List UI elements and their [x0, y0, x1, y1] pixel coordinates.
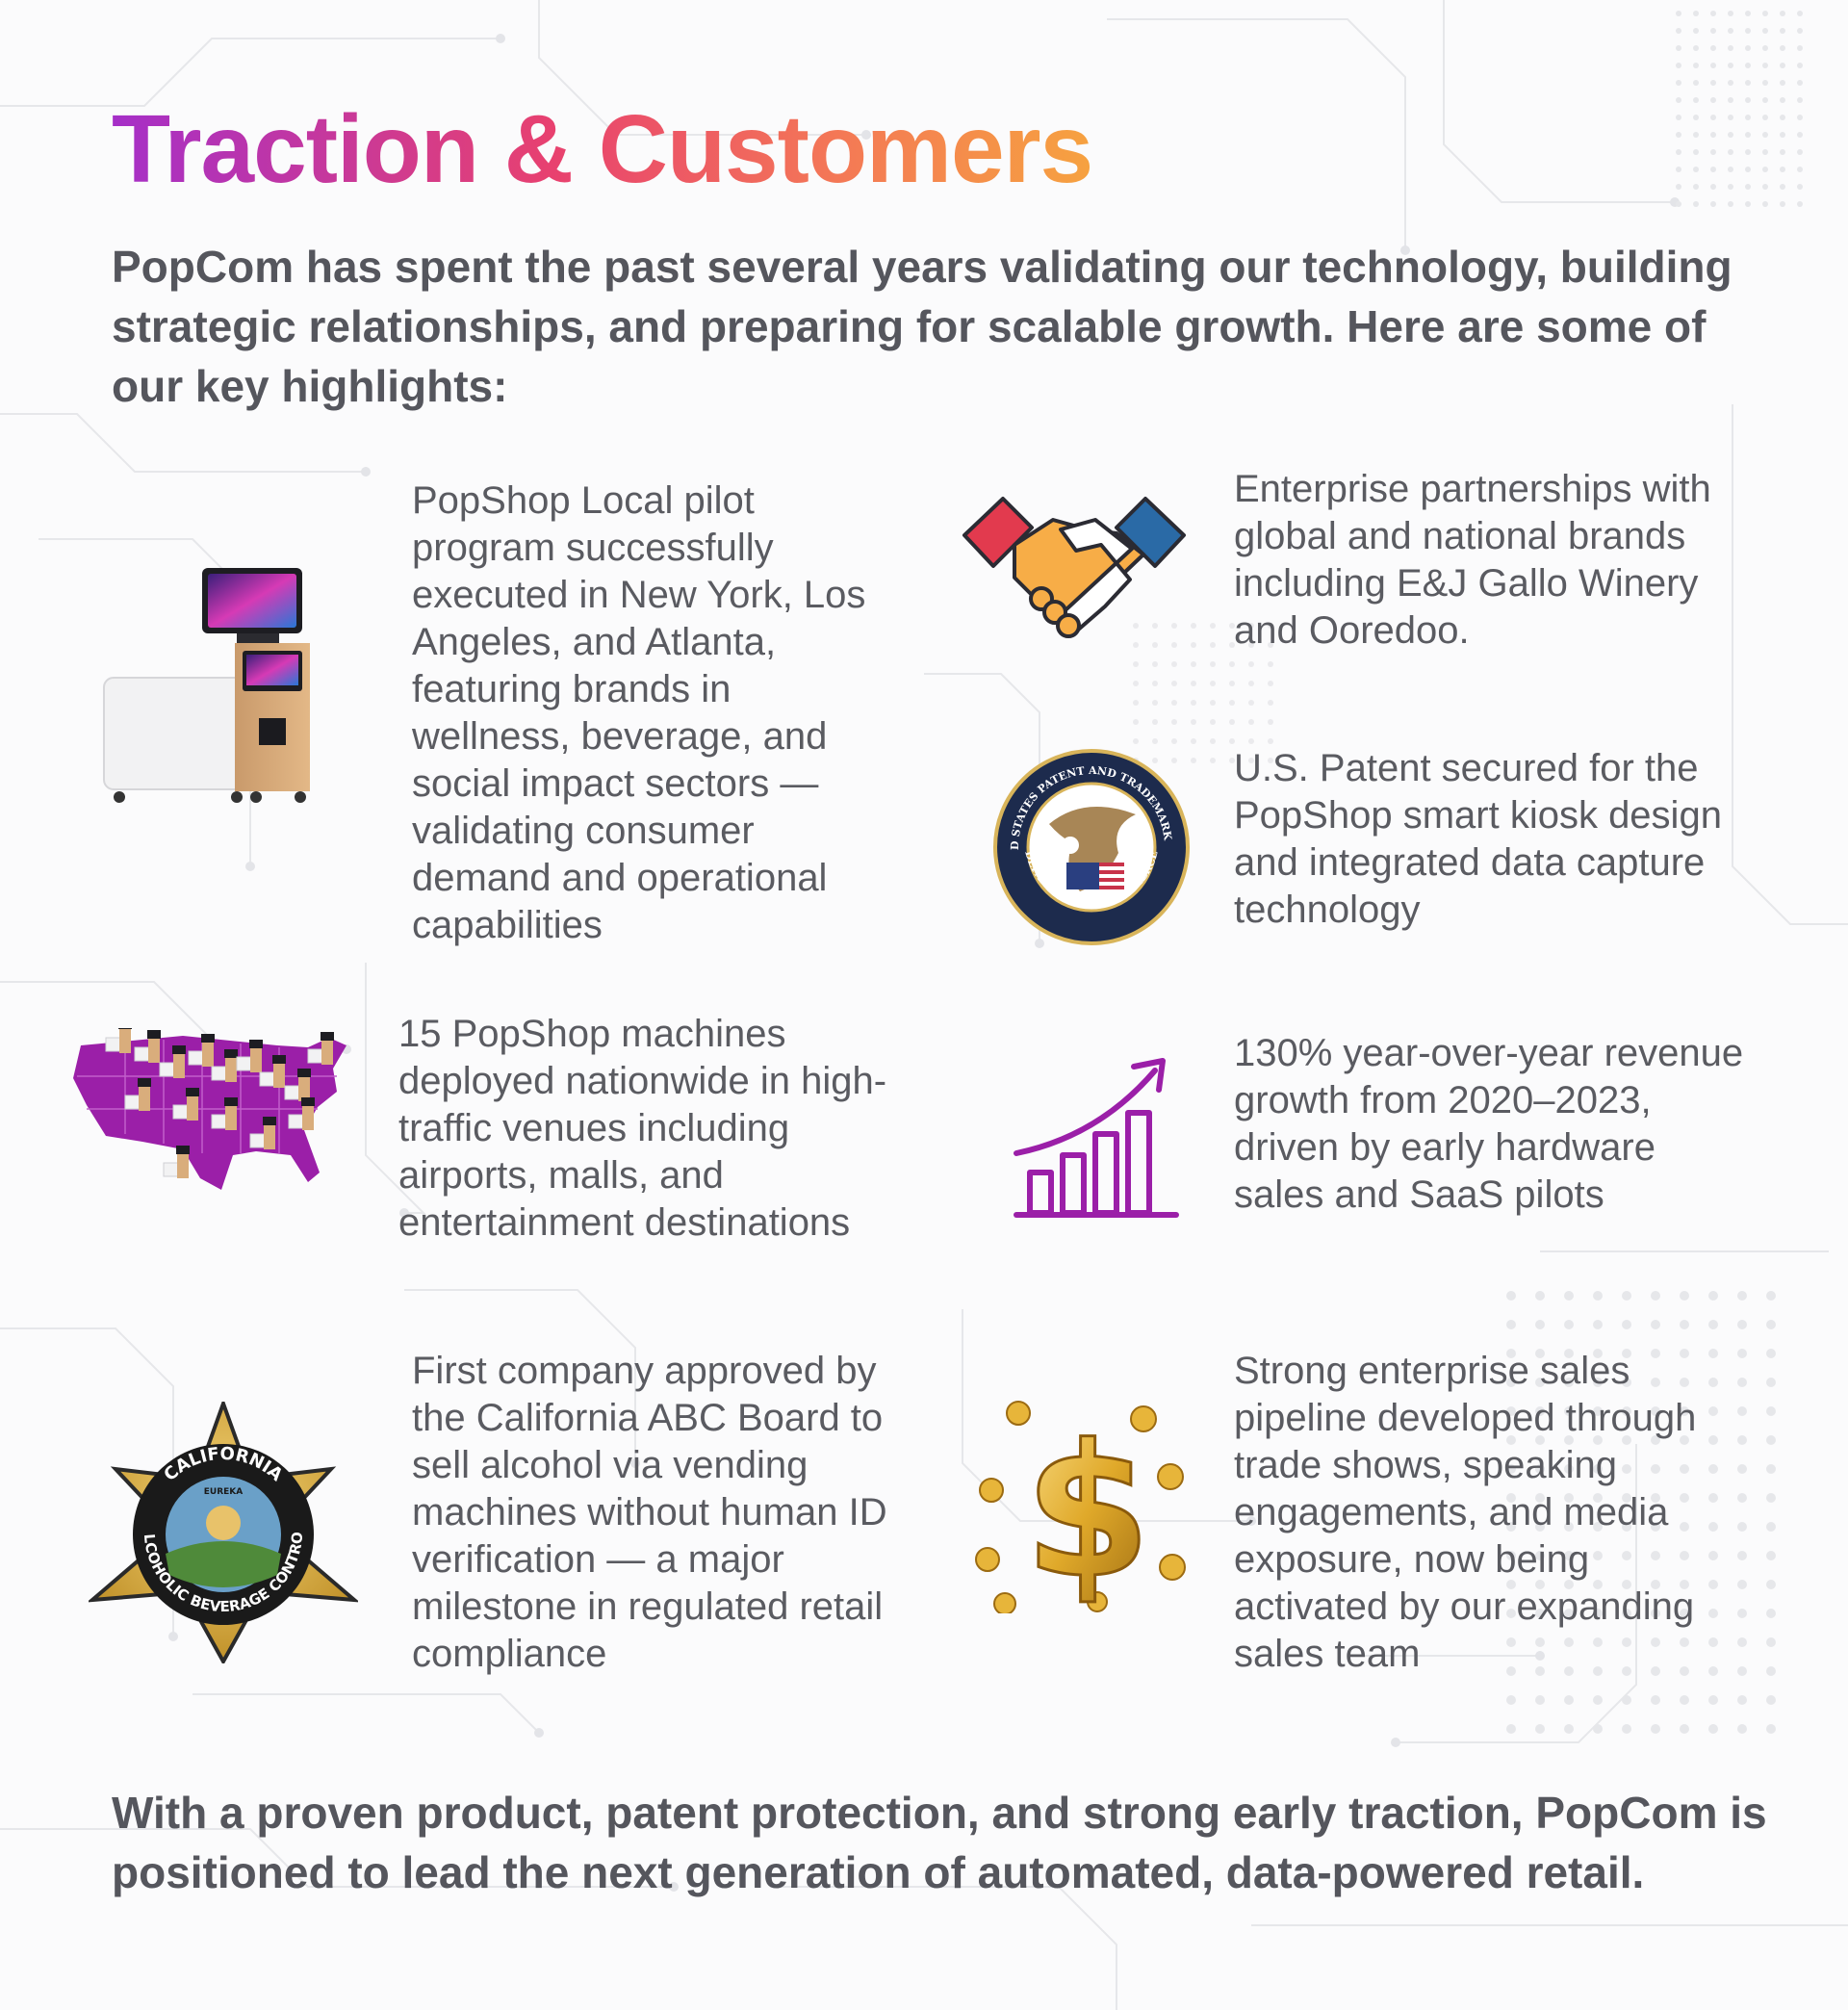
- highlight-machines: 15 PopShop machines deployed nationwide …: [398, 1013, 887, 1244]
- highlight-abc: First company approved by the California…: [412, 1350, 887, 1675]
- svg-text:$: $: [1024, 1405, 1151, 1613]
- highlight-growth: 130% year-over-year revenue growth from …: [1234, 1032, 1744, 1216]
- highlight-pipeline: Strong enterprise sales pipeline develop…: [1234, 1350, 1697, 1675]
- abc-motto-text: EUREKA: [204, 1487, 244, 1497]
- highlight-partnerships: Enterprise partnerships with global and …: [1234, 468, 1711, 652]
- highlight-patent: U.S. Patent secured for the PopShop smar…: [1234, 747, 1722, 931]
- page-title: Traction & Customers: [112, 95, 1093, 203]
- dollar-coins-icon: $: [975, 1401, 1186, 1613]
- closing-statement: With a proven product, patent protection…: [112, 1788, 1767, 1897]
- growth-chart-icon: [1014, 1058, 1179, 1218]
- highlight-pilot: PopShop Local pilot program successfully…: [412, 479, 866, 946]
- intro-paragraph: PopCom has spent the past several years …: [112, 242, 1732, 411]
- kiosk-icon: [103, 568, 310, 803]
- patent-seal-icon: UNITED STATES PATENT AND TRADEMARK OFFIC…: [991, 747, 1190, 945]
- handshake-icon: [962, 497, 1186, 638]
- us-map-icon: [73, 1028, 346, 1190]
